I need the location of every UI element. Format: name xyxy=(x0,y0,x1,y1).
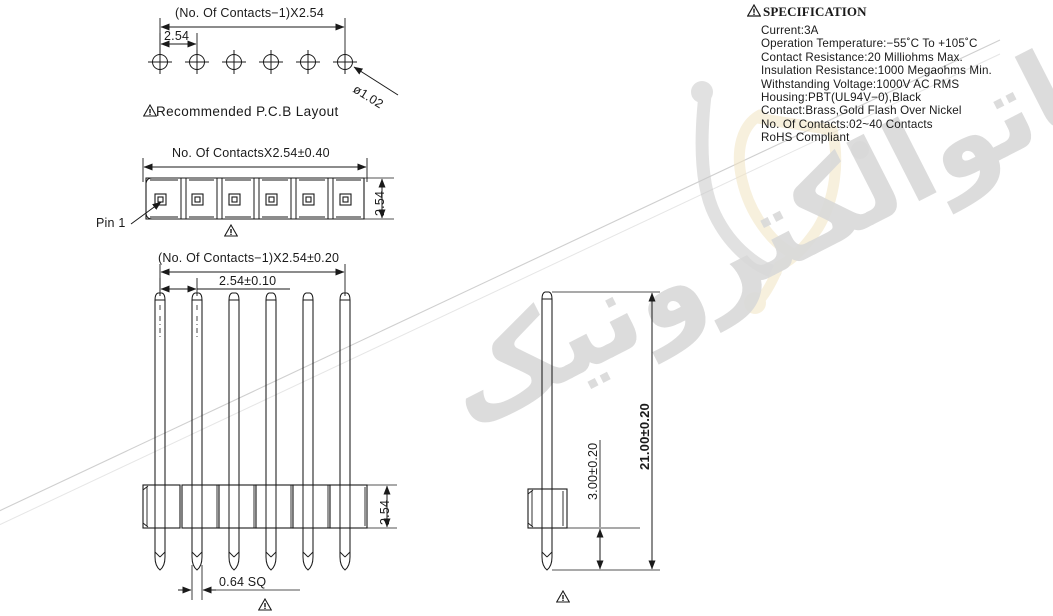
side-view xyxy=(527,291,660,571)
frontview-warning-icon xyxy=(257,597,273,611)
spec-item: Contact Resistance:20 Milliohms Max. xyxy=(761,50,963,64)
pcb-hole xyxy=(148,50,172,74)
front-view-housing xyxy=(142,484,368,529)
front-view-pin xyxy=(265,292,277,571)
front-view-pin xyxy=(302,292,314,571)
spec-item: RoHS Compliant xyxy=(761,131,850,145)
frontview-dim-overall: (No. Of Contacts−1)X2.54±0.20 xyxy=(158,251,340,265)
pcb-hole xyxy=(296,50,320,74)
top-view-segments xyxy=(180,178,334,219)
spec-item: Contact:Brass,Gold Flash Over Nickel xyxy=(761,104,962,118)
pcb-dim-overall: (No. Of Contacts−1)X2.54 xyxy=(175,6,324,20)
topview-pin1-label: Pin 1 xyxy=(96,216,126,230)
sideview-warning-icon xyxy=(555,589,571,603)
spec-item: Insulation Resistance:1000 Megaohms Min. xyxy=(761,64,992,78)
spec-item: Withstanding Voltage:1000V AC RMS xyxy=(761,77,960,91)
topview-dim-overall: No. Of ContactsX2.54±0.40 xyxy=(172,146,330,160)
front-view-pin xyxy=(191,292,203,571)
frontview-dim-body-height: 2.54 xyxy=(378,499,392,525)
sideview-dim-total-length: 21.00±0.20 xyxy=(637,403,652,470)
sideview-dim-body-offset: 3.00±0.20 xyxy=(586,442,600,500)
top-view xyxy=(130,158,394,225)
spec-item: Operation Temperature:−55˚C To +105˚C xyxy=(761,37,978,51)
frontview-dim-pitch: 2.54±0.10 xyxy=(219,274,277,288)
frontview-dim-pin-square: 0.64 SQ xyxy=(219,575,267,589)
specification-heading: SPECIFICATION xyxy=(763,4,867,19)
front-view-pin xyxy=(339,292,351,571)
topview-dim-height: 2.54 xyxy=(373,190,387,216)
pcb-layout-caption-row: Recommended P.C.B Layout xyxy=(142,103,339,119)
top-view-pins xyxy=(154,193,352,206)
specification-list: Current:3A Operation Temperature:−55˚C T… xyxy=(761,24,1047,145)
warning-triangle-icon xyxy=(746,3,762,17)
specification-block: SPECIFICATION Current:3A Operation Tempe… xyxy=(746,3,1047,145)
pcb-dim-pitch: 2.54 xyxy=(164,29,190,43)
front-view-pin xyxy=(228,292,240,571)
pcb-hole-group xyxy=(148,50,357,74)
pcb-hole xyxy=(333,50,357,74)
pcb-hole xyxy=(185,50,209,74)
topview-warning-icon xyxy=(223,223,239,237)
front-view-pin xyxy=(154,292,166,571)
side-view-pin xyxy=(541,291,553,571)
front-view xyxy=(142,264,397,600)
spec-item: Housing:PBT(UL94V−0),Black xyxy=(761,91,922,105)
pcb-hole xyxy=(259,50,283,74)
front-view-pins xyxy=(154,292,351,571)
warning-triangle-icon xyxy=(142,103,158,117)
pcb-layout-caption: Recommended P.C.B Layout xyxy=(156,104,339,119)
pcb-hole xyxy=(222,50,246,74)
pcb-layout-view xyxy=(148,18,399,96)
spec-item: Current:3A xyxy=(761,24,819,37)
spec-item: No. Of Contacts:02~40 Contacts xyxy=(761,117,933,131)
side-view-housing xyxy=(527,488,568,529)
